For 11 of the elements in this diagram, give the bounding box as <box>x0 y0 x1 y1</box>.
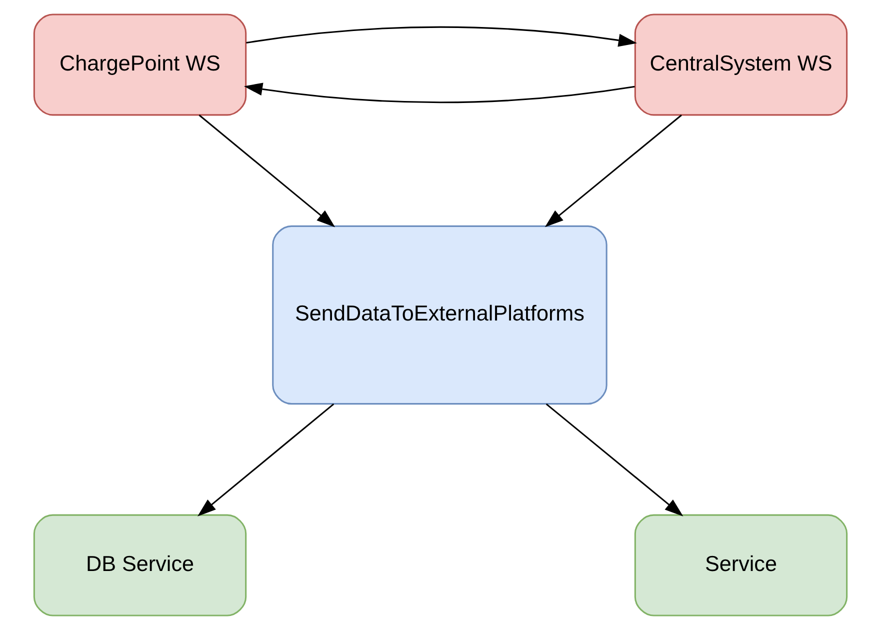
arrow <box>246 26 638 47</box>
node-box: SendDataToExternalPlatforms <box>272 225 608 405</box>
arrow <box>197 403 334 516</box>
arrow <box>546 403 684 516</box>
arrow <box>244 82 635 104</box>
arrow <box>198 114 336 228</box>
node-box: Service <box>634 514 848 616</box>
node-box: ChargePoint WS <box>33 14 247 116</box>
node-box: CentralSystem WS <box>634 14 848 116</box>
arrow <box>544 114 682 228</box>
node-box: DB Service <box>33 514 247 616</box>
